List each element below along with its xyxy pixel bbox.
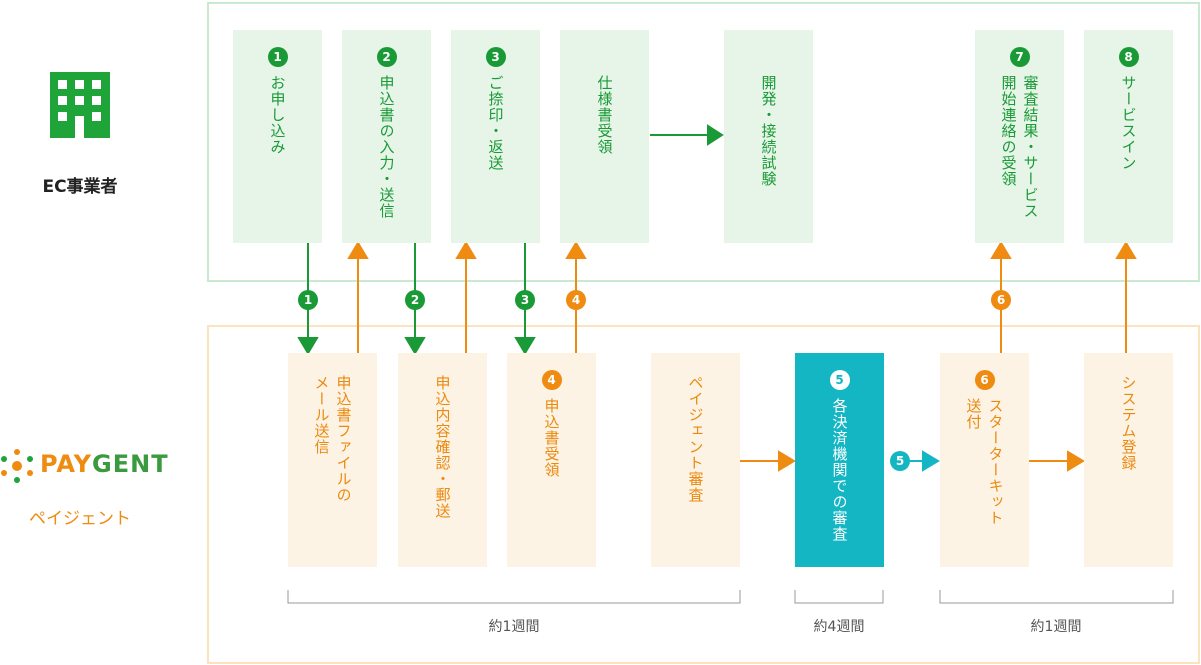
step-label: ご捺印・返送 xyxy=(485,75,507,171)
step-label-line: 各決済機関での審査 xyxy=(830,398,849,542)
step-box: 申込書ファイルのメール送信 xyxy=(288,353,377,567)
step-label-line: 申込書の入力・送信 xyxy=(377,75,396,219)
step-badge: 5 xyxy=(890,451,910,471)
step-box: 1 お申し込み xyxy=(233,30,322,243)
step-label-line: ご捺印・返送 xyxy=(486,75,505,171)
step-box: ペイジェント審査 xyxy=(651,353,740,567)
ec-merchant-label: EC事業者 xyxy=(42,177,118,197)
duration-label: 約4週間 xyxy=(813,619,865,635)
step-number: 1 xyxy=(267,47,288,67)
step-box: 4 申込書受領 xyxy=(507,353,596,567)
step-badge: 6 xyxy=(991,290,1011,310)
step-label: 各決済機関での審査 xyxy=(829,398,851,542)
step-box: 申込内容確認・郵送 xyxy=(398,353,487,567)
step-label-line: 仕様書受領 xyxy=(595,75,614,155)
step-number: 5 xyxy=(829,370,850,390)
building-icon xyxy=(50,72,110,138)
step-label: 申込書受領 xyxy=(541,398,563,478)
paygent-lane xyxy=(207,325,1200,664)
step-box: 5 各決済機関での審査 xyxy=(795,353,884,567)
step-number: 7 xyxy=(1009,47,1030,67)
step-box: システム登録 xyxy=(1084,353,1173,567)
duration-label: 約1週間 xyxy=(1030,619,1082,635)
step-number: 4 xyxy=(541,370,562,390)
paygent-logo: PAYGENT xyxy=(40,450,169,478)
step-badge: 3 xyxy=(515,290,535,310)
step-number: 6 xyxy=(974,370,995,390)
step-label: 開発・接続試験 xyxy=(758,75,780,187)
step-label-line: 審査結果・サービス xyxy=(1021,75,1040,219)
step-label: お申し込み xyxy=(267,75,289,155)
step-number: 8 xyxy=(1118,47,1139,67)
step-number: 3 xyxy=(485,47,506,67)
step-box: 2 申込書の入力・送信 xyxy=(342,30,431,243)
step-label: ペイジェント審査 xyxy=(685,375,707,503)
step-box: 仕様書受領 xyxy=(560,30,649,243)
step-label-line: 開発・接続試験 xyxy=(759,75,778,187)
step-number: 2 xyxy=(376,47,397,67)
step-label-line: システム登録 xyxy=(1119,375,1138,471)
step-badge: 2 xyxy=(405,290,425,310)
step-label-line: 申込書受領 xyxy=(542,398,561,478)
step-box: 8 サービスイン xyxy=(1084,30,1173,243)
step-label-line: メール送信 xyxy=(312,375,331,455)
step-box: 7 審査結果・サービス開始連絡の受領 xyxy=(975,30,1064,243)
step-label: システム登録 xyxy=(1118,375,1140,471)
step-box: 6 スターターキット送付 xyxy=(940,353,1029,567)
step-label-line: ペイジェント審査 xyxy=(686,375,705,503)
step-label-line: 開始連絡の受領 xyxy=(999,75,1018,187)
step-label: 申込書ファイルのメール送信 xyxy=(311,375,355,503)
duration-brackets xyxy=(287,590,1174,604)
step-label-line: 申込書ファイルの xyxy=(334,375,353,503)
step-label: サービスイン xyxy=(1118,75,1140,171)
step-label: 仕様書受領 xyxy=(594,75,616,155)
step-box: 3 ご捺印・返送 xyxy=(451,30,540,243)
step-label: 申込書の入力・送信 xyxy=(376,75,398,219)
step-label-line: お申し込み xyxy=(268,75,287,155)
step-badge: 1 xyxy=(298,290,318,310)
step-box: 開発・接続試験 xyxy=(724,30,813,243)
step-label-line: 送付 xyxy=(964,398,983,430)
duration-label: 約1週間 xyxy=(488,619,540,635)
step-label-line: 申込内容確認・郵送 xyxy=(433,375,452,519)
paygent-logo-mark xyxy=(1,449,33,483)
step-label: 申込内容確認・郵送 xyxy=(432,375,454,519)
paygent-label: ペイジェント xyxy=(29,509,131,529)
step-label-line: スターターキット xyxy=(986,398,1005,526)
ec-merchant-lane xyxy=(207,2,1200,282)
step-label: スターターキット送付 xyxy=(963,398,1007,526)
step-badge: 4 xyxy=(566,290,586,310)
step-label-line: サービスイン xyxy=(1119,75,1138,171)
step-label: 審査結果・サービス開始連絡の受領 xyxy=(998,75,1042,219)
